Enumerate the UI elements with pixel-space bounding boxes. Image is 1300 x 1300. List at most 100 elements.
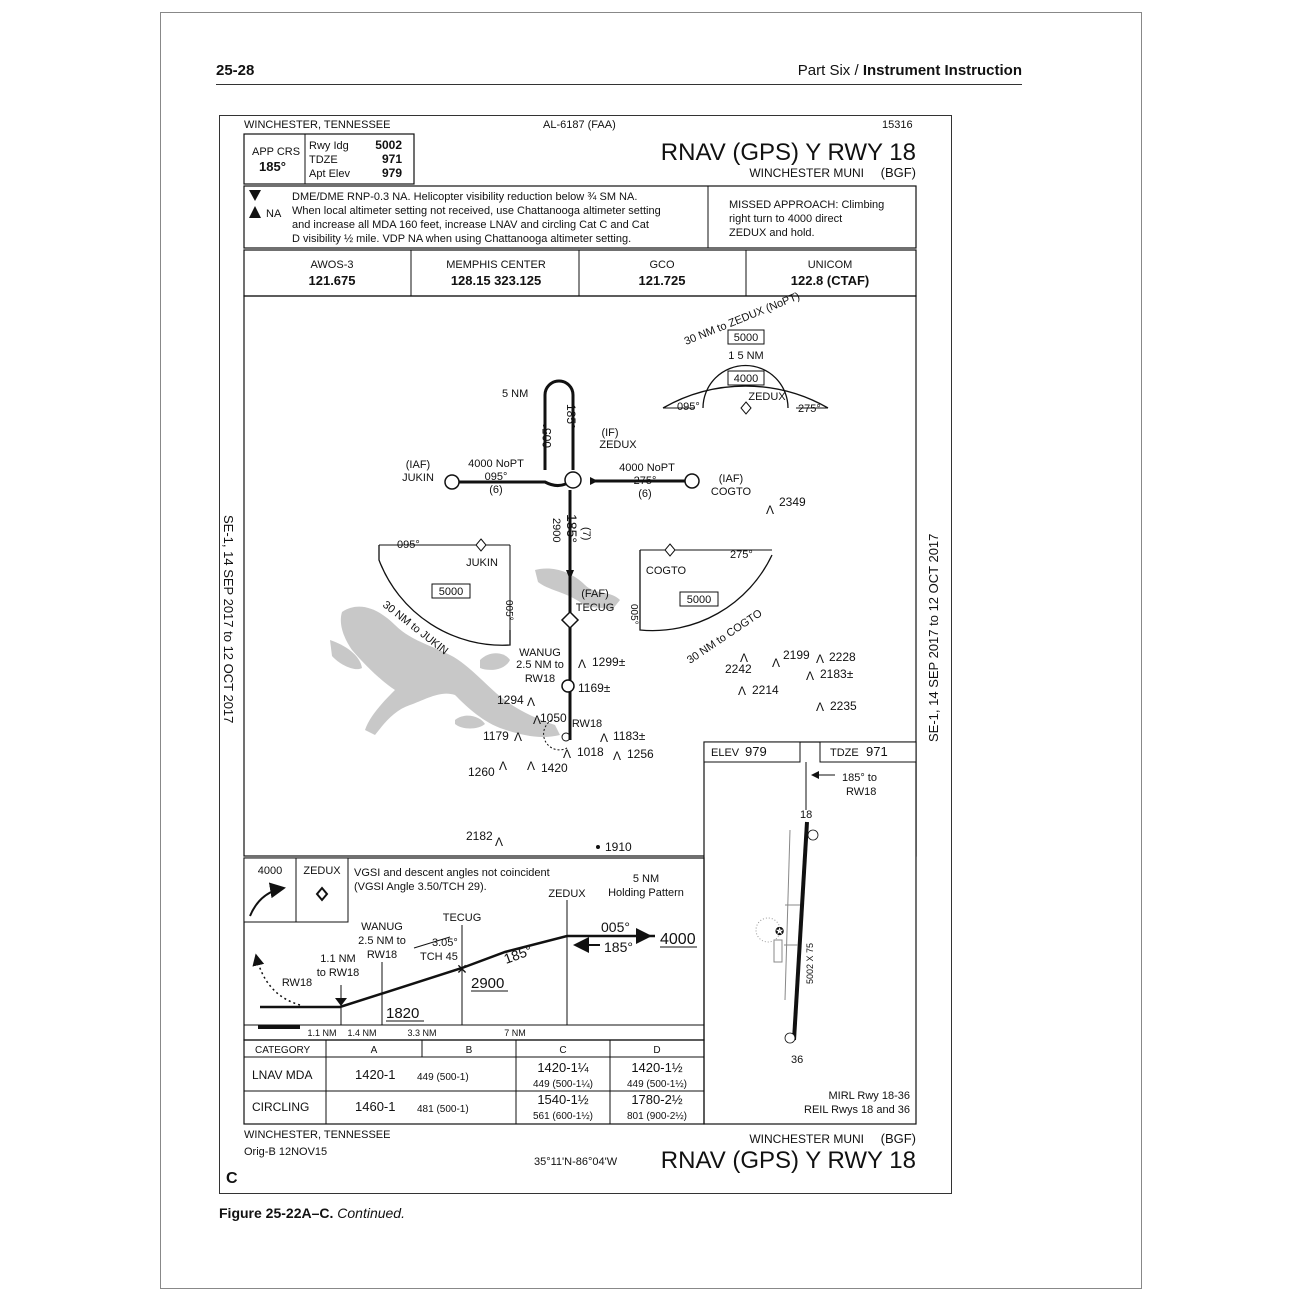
left-taa-crs2: 005°	[503, 600, 514, 621]
tch: TCH 45	[420, 951, 458, 963]
crs-box	[243, 133, 415, 185]
minima-row1-name: LNAV MDA	[252, 1068, 312, 1082]
side-date-right: SE-1, 14 SEP 2017 to 12 OCT 2017	[926, 534, 941, 742]
comm-freq-4: 122.8 (CTAF)	[791, 273, 870, 288]
comm-freq-2: 128.15 323.125	[451, 273, 541, 288]
footer-title: RNAV (GPS) Y RWY 18	[661, 1147, 916, 1174]
vgsi-note-1: VGSI and descent angles not coincident	[354, 867, 550, 879]
tdze-value: 971	[382, 152, 402, 166]
obstacle-mark: Λ	[772, 656, 780, 670]
obstacle-2183: 2183±	[820, 667, 854, 681]
final-alt: 2900	[550, 518, 562, 542]
obstacle-mark: Λ	[495, 835, 503, 849]
left-taa-fix: JUKIN	[466, 557, 498, 569]
footer-airport-id: (BGF)	[881, 1131, 916, 1146]
glide-angle: 3.05°	[432, 937, 458, 949]
hold-in: 185°	[564, 404, 578, 429]
obstacle-2182: 2182	[466, 829, 493, 843]
minima-head-c: C	[559, 1045, 566, 1056]
minima-row1-c2: 449 (500-1¼)	[533, 1078, 593, 1090]
chart-title: RNAV (GPS) Y RWY 18	[661, 139, 916, 166]
minima-row2-a: 1460-1	[355, 1099, 395, 1114]
profile-alt-box: 4000	[258, 865, 282, 877]
note-line-4: D visibility ½ mile. VDP NA when using C…	[292, 233, 631, 245]
cogto-crs: 275°	[634, 475, 657, 487]
taa-zedux: 30 NM to ZEDUX (NoPT) 5000 1 5 NM 4000 Z…	[662, 290, 829, 415]
app-crs-value: 185°	[259, 159, 286, 174]
taa-top-fix: ZEDUX	[748, 391, 786, 403]
minima-row2-d2: 801 (900-2½)	[627, 1111, 687, 1122]
missed-line-3: ZEDUX and hold.	[729, 227, 815, 239]
airport-id: (BGF)	[881, 165, 916, 180]
footer-location: WINCHESTER, TENNESSEE	[244, 1129, 391, 1141]
sketch-tdze-value: 971	[866, 744, 888, 759]
taa-top-left-crs: 095°	[677, 401, 700, 413]
profile-zedux: ZEDUX	[548, 888, 586, 900]
elev-value: 979	[745, 744, 767, 759]
minima-head-a: A	[371, 1045, 378, 1056]
alternate-minima-icon	[249, 206, 261, 218]
obstacle-mark: Λ	[514, 730, 522, 744]
proc-number: 15316	[882, 119, 913, 131]
minima-row1-a: 1420-1	[355, 1067, 395, 1082]
profile-view: 4000 ZEDUX VGSI and descent angles not c…	[243, 857, 705, 1041]
page-number: 25-28	[216, 62, 255, 79]
jukin-crs: 095°	[485, 471, 508, 483]
approach-chart-frame	[219, 115, 952, 1194]
profile-fix-box: ZEDUX	[303, 865, 341, 877]
minima-row1-b: 449 (500-1)	[417, 1072, 469, 1083]
obstacle-1169: 1169±	[578, 681, 611, 695]
dist-2: 1.4 NM	[347, 1028, 376, 1038]
running-header: Part Six / Instrument Instruction	[798, 62, 1022, 79]
apt-elev-label: Apt Elev	[309, 168, 350, 180]
final-course: 2900 185° (7) (FAF) TECUG WANUG 2.5 NM t…	[516, 490, 614, 751]
obstacle-mark: Λ	[563, 747, 571, 761]
rwy-ldg-value: 5002	[375, 138, 402, 152]
obstacle-mark: Λ	[600, 731, 608, 745]
obstacle-1420: 1420	[541, 761, 568, 775]
vgsi-note-2: (VGSI Angle 3.50/TCH 29).	[354, 881, 487, 893]
hold-label-2: Holding Pattern	[608, 887, 684, 899]
jukin-iaf: (IAF)	[406, 459, 430, 471]
obstacle-mark: Λ	[527, 695, 535, 709]
chart-id: AL-6187 (FAA)	[543, 119, 616, 131]
jukin-fix-icon	[444, 474, 460, 490]
taa-top-alt-outer: 5000	[734, 332, 758, 344]
obstacle-1018: 1018	[577, 745, 604, 759]
minima-row2-c2: 561 (600-1½)	[533, 1111, 593, 1122]
side-date-left: SE-1, 14 SEP 2017 to 12 OCT 2017	[221, 515, 236, 723]
profile-11nm-to: to RW18	[317, 967, 360, 979]
figure-note: Continued.	[337, 1205, 405, 1221]
profile-wanug-rw: RW18	[367, 949, 397, 961]
runway-36-label: 36	[791, 1054, 803, 1066]
panel-letter: C	[226, 1170, 238, 1187]
minima-row2-d1: 1780-2½	[631, 1092, 682, 1107]
comm-freq-1: 121.675	[309, 273, 356, 288]
obstacle-mark: Λ	[613, 749, 621, 763]
taa-cogto: 275° COGTO 5000 005° 30 NM to COGTO	[628, 543, 773, 666]
minima-row2-b: 481 (500-1)	[417, 1104, 469, 1115]
minima-row2-c1: 1540-1½	[537, 1092, 588, 1107]
right-taa-label: 30 NM to COGTO	[685, 607, 765, 666]
airport-sketch: ELEV 979 TDZE 971 185° to RW18 18 ✪ 5002…	[703, 741, 917, 1125]
minima-table: CATEGORY A B C D LNAV MDA 1420-1 449 (50…	[243, 1039, 705, 1125]
profile-hold-in: 185°	[604, 939, 633, 955]
runway-dims: 5002 X 75	[805, 943, 815, 984]
obstacle-1299: 1299±	[592, 655, 626, 669]
profile-1820: 1820	[386, 1005, 419, 1022]
comm-name-4: UNICOM	[808, 259, 853, 271]
obstacle-mark: Λ	[578, 657, 586, 671]
cogto-dist: (6)	[638, 488, 651, 500]
figure-label: Figure 25-22A–C.	[219, 1205, 334, 1221]
lighting-1: MIRL Rwy 18-36	[828, 1090, 910, 1102]
wanug-dist: 2.5 NM to	[516, 659, 564, 671]
cogto-iaf: (IAF)	[719, 473, 743, 485]
profile-crs: 185°	[502, 942, 535, 967]
right-taa-fix: COGTO	[646, 565, 687, 577]
lighting-2: REIL Rwys 18 and 36	[804, 1104, 910, 1116]
comm-name-1: AWOS-3	[311, 259, 354, 271]
profile-2900: 2900	[471, 975, 504, 992]
minima-head-d: D	[653, 1045, 660, 1056]
if-fix-icon	[564, 471, 582, 489]
footer-coords: 35°11'N-86°04'W	[534, 1156, 618, 1168]
